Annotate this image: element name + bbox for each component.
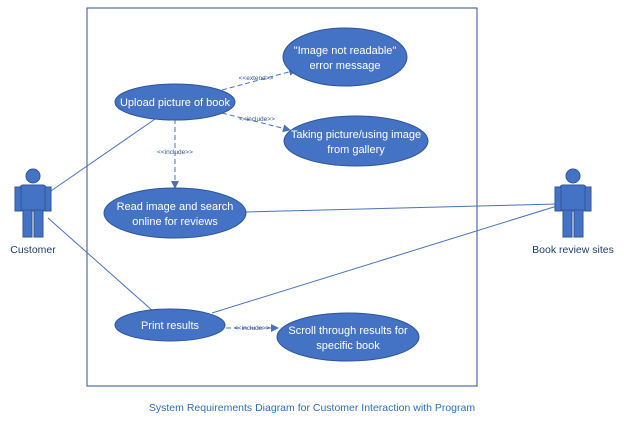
usecase-taking-picture[interactable]: Taking picture/using image from gallery — [283, 115, 429, 167]
diagram-caption: System Requirements Diagram for Customer… — [148, 402, 476, 414]
include-label-scroll: <<include>> — [234, 325, 270, 332]
usecase-taking-picture-line1: Taking picture/using image — [291, 129, 421, 141]
usecase-read-search[interactable]: Read image and search online for reviews — [103, 187, 247, 239]
usecase-image-not-readable[interactable]: "Image not readable" error message — [282, 27, 408, 87]
usecase-print-label: Print results — [141, 320, 200, 332]
association-customer-print — [47, 217, 155, 313]
usecase-taking-picture-line2: from gallery — [327, 144, 385, 156]
usecase-not-readable-line2: error message — [310, 60, 381, 72]
person-icon — [14, 168, 52, 238]
include-label-taking: <<include>> — [239, 116, 275, 123]
usecase-read-search-line2: online for reviews — [132, 216, 218, 228]
association-customer-upload — [47, 116, 159, 194]
include-arrow-taking — [221, 112, 291, 133]
actor-customer[interactable]: Customer — [10, 168, 56, 256]
system-boundary — [86, 7, 478, 387]
actor-book-review-sites-label: Book review sites — [532, 244, 614, 256]
usecase-read-search-line1: Read image and search — [117, 201, 234, 213]
usecase-print-results[interactable]: Print results — [114, 308, 226, 342]
usecase-scroll-line1: Scroll through results for — [288, 325, 408, 337]
usecase-upload-label: Upload picture of book — [120, 97, 231, 109]
usecase-scroll-results[interactable]: Scroll through results for specific book — [276, 312, 420, 362]
person-icon — [554, 168, 592, 238]
include-label-read: <<include>> — [157, 149, 193, 156]
usecase-scroll-line2: specific book — [316, 340, 380, 352]
actor-book-review-sites[interactable]: Book review sites — [532, 168, 614, 256]
extend-label: <<extend>> — [239, 75, 274, 82]
usecase-upload-picture[interactable]: Upload picture of book — [114, 83, 236, 121]
usecase-not-readable-line1: "Image not readable" — [294, 45, 397, 57]
extend-arrow — [221, 67, 297, 91]
association-print-booksites — [211, 205, 558, 314]
association-read-booksites — [244, 203, 558, 213]
actor-customer-label: Customer — [10, 244, 56, 256]
